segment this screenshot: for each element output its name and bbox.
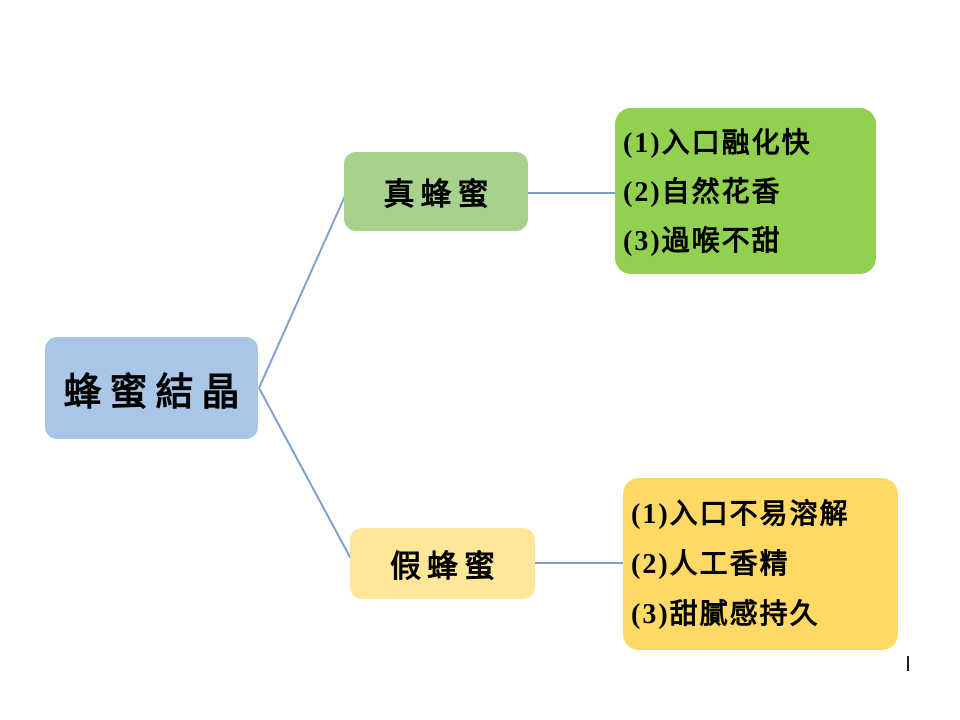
detail-item: (1)入口融化快: [623, 128, 812, 159]
detail-item: (3)甜膩感持久: [631, 599, 820, 630]
connector-root-to-fake: [258, 387, 352, 560]
detail-item: (2)自然花香: [623, 177, 782, 208]
node-fake-honey[interactable]: 假蜂蜜: [350, 528, 535, 599]
node-real-honey-label: 真蜂蜜: [383, 177, 495, 212]
node-honey-crystallization-label: 蜂蜜結晶: [63, 371, 248, 414]
text-cursor-mark: [907, 656, 909, 671]
detail-item: (3)過喉不甜: [623, 226, 782, 257]
detail-box-fake-honey[interactable]: (1)入口不易溶解 (2)人工香精 (3)甜膩感持久: [623, 478, 898, 650]
node-real-honey[interactable]: 真蜂蜜: [344, 152, 528, 231]
connector-root-to-real: [258, 195, 346, 389]
node-honey-crystallization[interactable]: 蜂蜜結晶: [45, 337, 258, 439]
detail-item: (1)入口不易溶解: [631, 499, 850, 530]
node-fake-honey-label: 假蜂蜜: [390, 549, 501, 584]
detail-item: (2)人工香精: [631, 549, 790, 580]
detail-box-real-honey[interactable]: (1)入口融化快 (2)自然花香 (3)過喉不甜: [615, 108, 876, 274]
